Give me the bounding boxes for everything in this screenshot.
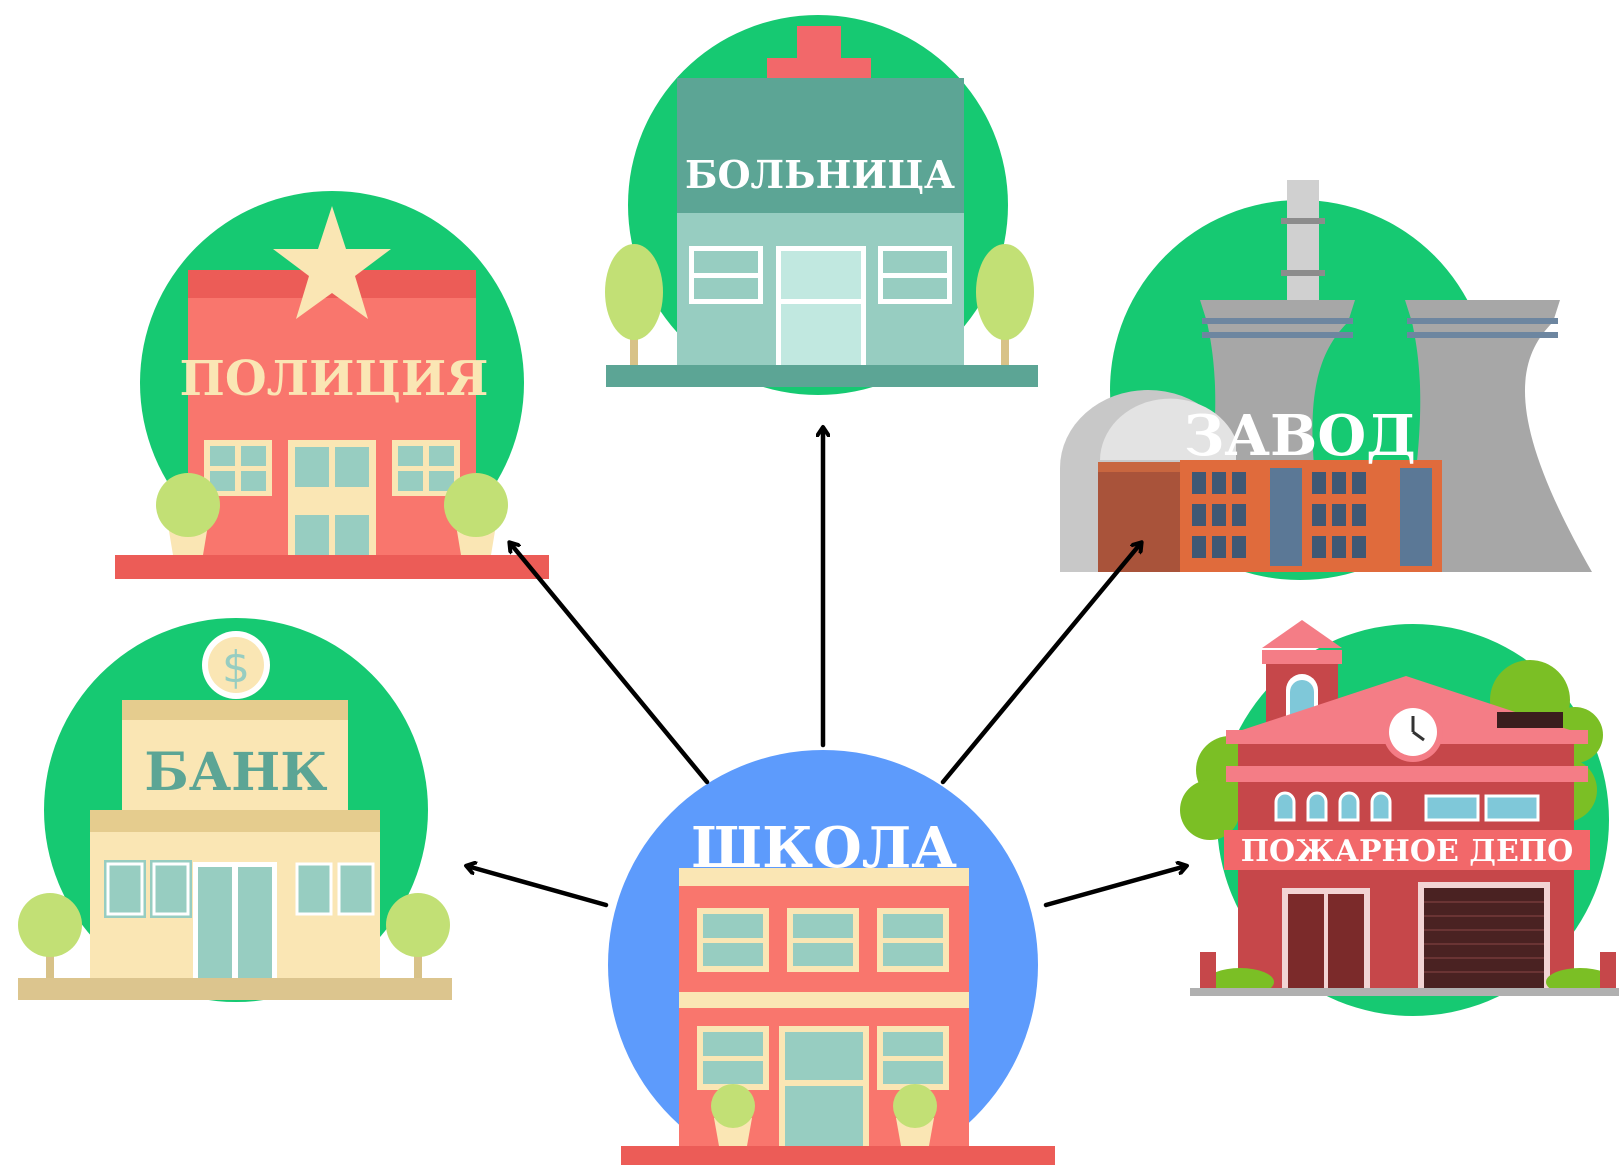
factory-building: ЗАВОД (1060, 180, 1592, 580)
star-icon (273, 206, 391, 319)
bush-icon (893, 1084, 937, 1128)
hospital-label: БОЛЬНИЦА (685, 152, 955, 197)
hydrant-icon (1600, 952, 1616, 988)
police-label: ПОЛИЦИЯ (180, 351, 489, 407)
tree-icon (18, 893, 82, 957)
dollar-icon: $ (222, 642, 250, 693)
bush-icon (711, 1084, 755, 1128)
tree-icon (976, 244, 1034, 340)
bank-building: $ БАНК (18, 618, 452, 1002)
tree-icon (605, 244, 663, 340)
arrow-to-police (510, 543, 710, 785)
factory-label: ЗАВОД (1184, 403, 1416, 469)
fire-station-label: ПОЖАРНОЕ ДЕПО (1241, 834, 1574, 869)
hydrant-icon (1200, 952, 1216, 988)
fire-station-building: ПОЖАРНОЕ ДЕПО (1180, 620, 1619, 1016)
hospital-building: БОЛЬНИЦА (605, 15, 1038, 395)
chimney-icon (1287, 180, 1319, 310)
tree-icon (386, 893, 450, 957)
bush-icon (444, 473, 508, 537)
arrow-to-bank (467, 866, 609, 908)
arrows (467, 428, 1186, 908)
school-building: ШКОЛА (608, 750, 1055, 1165)
bank-label: БАНК (144, 742, 327, 803)
arrow-to-factory (940, 543, 1141, 785)
cooling-tower-icon (1400, 300, 1592, 572)
bush-icon (156, 473, 220, 537)
arrow-to-fire-station (1043, 866, 1186, 908)
school-label: ШКОЛА (691, 815, 957, 881)
police-building: ПОЛИЦИЯ (115, 191, 549, 579)
